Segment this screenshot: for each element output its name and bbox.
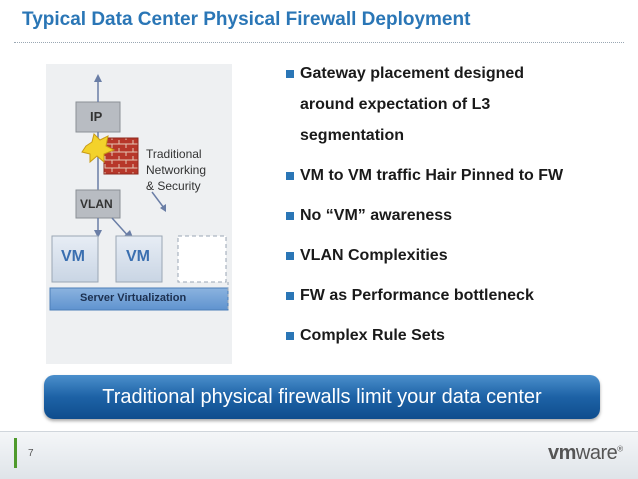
- bullet-item: Complex Rule Sets: [286, 320, 616, 351]
- bullet-text: VLAN Complexities: [300, 247, 448, 264]
- bullet-square-icon: [286, 332, 294, 340]
- bullet-text: around expectation of L3: [300, 96, 491, 113]
- vm-label-2: VM: [126, 248, 150, 265]
- bullet-square-icon: [286, 172, 294, 180]
- diagram-drawing: [46, 64, 232, 364]
- vlan-label: VLAN: [80, 197, 113, 211]
- vm-label-1: VM: [61, 248, 85, 265]
- bullet-square-icon: [286, 252, 294, 260]
- page-number: 7: [28, 448, 34, 459]
- bullet-text: VM to VM traffic Hair Pinned to FW: [300, 167, 564, 184]
- bullet-item: FW as Performance bottleneck: [286, 280, 616, 311]
- server-virtualization-bar: [49, 287, 229, 311]
- banner-text: Traditional physical firewalls limit you…: [102, 385, 542, 408]
- slide-title: Typical Data Center Physical Firewall De…: [22, 9, 471, 30]
- title-divider: [14, 42, 624, 43]
- diagram-backdrop: [46, 64, 232, 364]
- vm-box-empty: [177, 235, 227, 283]
- ip-label: IP: [90, 109, 103, 124]
- bullet-text: Complex Rule Sets: [300, 327, 445, 344]
- bullet-item: VLAN Complexities: [286, 240, 616, 271]
- bullet-text: Gateway placement designed: [300, 65, 525, 82]
- bullet-item: Gateway placement designed around expect…: [286, 58, 616, 151]
- logo-ware: ware: [575, 442, 618, 464]
- summary-banner: Traditional physical firewalls limit you…: [44, 375, 600, 419]
- bullet-text: segmentation: [300, 127, 405, 144]
- vm-box-1: [51, 235, 99, 283]
- server-virtualization-label: Server Virtualization: [80, 292, 187, 304]
- logo-vm: vm: [548, 442, 576, 464]
- firewall-icon: [103, 137, 139, 175]
- vmware-logo: vmware®: [548, 442, 623, 465]
- logo-reg: ®: [617, 444, 623, 454]
- ip-box: [75, 101, 121, 133]
- note-line-3: & Security: [146, 179, 201, 193]
- bullet-square-icon: [286, 212, 294, 220]
- note-line-2: Networking: [146, 163, 207, 177]
- note-line-1: Traditional: [146, 147, 202, 161]
- slide-footer: [0, 431, 638, 479]
- bullet-text: No “VM” awareness: [300, 207, 453, 224]
- footer-accent-bar: [14, 438, 17, 468]
- bullet-text: FW as Performance bottleneck: [300, 287, 534, 304]
- bullet-item: No “VM” awareness: [286, 200, 616, 231]
- bullet-item: VM to VM traffic Hair Pinned to FW: [286, 160, 616, 191]
- bullet-list: Gateway placement designed around expect…: [286, 58, 616, 360]
- bullet-square-icon: [286, 292, 294, 300]
- firewall-diagram: IP VLAN VM VM Server Virtualization Trad…: [42, 60, 250, 368]
- vm-box-2: [115, 235, 163, 283]
- burst-icon: [81, 133, 116, 164]
- bullet-square-icon: [286, 70, 294, 78]
